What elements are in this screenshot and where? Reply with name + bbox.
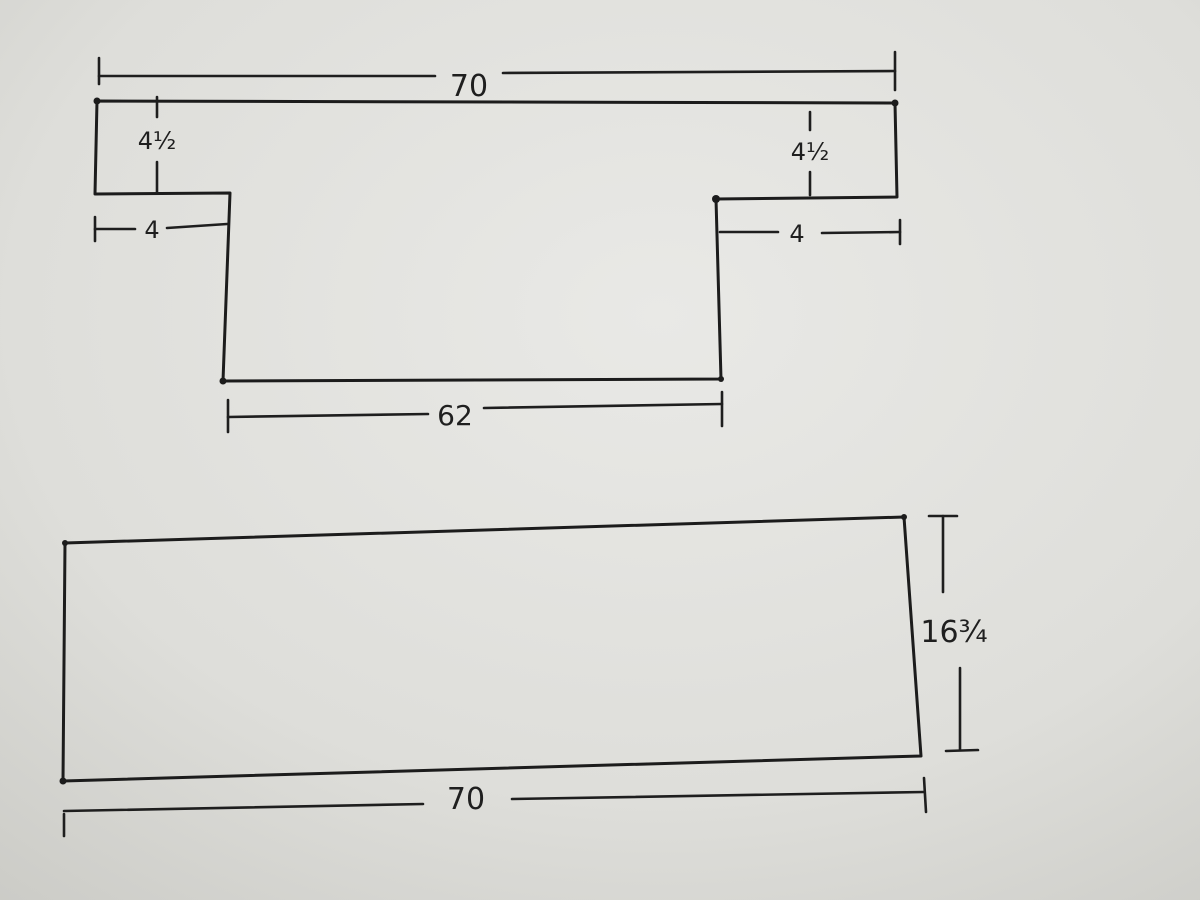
dimension-label-right-flange-width: 4 (789, 220, 804, 248)
dimension-right-flange-height: 4½ (791, 110, 830, 197)
dimension-label-right-flange-height: 4½ (791, 138, 830, 166)
corner-dot (219, 377, 227, 385)
corner-dot (718, 376, 724, 382)
dimension-bottom-width: 62 (226, 390, 724, 434)
corner-dot (62, 540, 68, 546)
dimension-label-top-width: 70 (450, 69, 488, 104)
dimension-label-bottom-width: 62 (437, 399, 473, 432)
bottom-shape-outline (61, 515, 923, 783)
dimension-left-flange-height: 4½ (138, 95, 177, 194)
dimension-left-flange-width: 4 (93, 215, 229, 244)
dimension-top-width: 70 (97, 50, 897, 104)
bottom-shape (59, 514, 923, 785)
corner-dot (891, 99, 899, 107)
dimension-label-rect-height: 16¾ (920, 615, 987, 650)
corner-dot (93, 97, 101, 105)
corner-dot (901, 514, 907, 520)
dimension-label-left-flange-width: 4 (144, 216, 159, 244)
corner-dot (59, 777, 67, 785)
dimension-rect-height: 16¾ (920, 514, 988, 753)
corner-dot (712, 195, 720, 203)
dimension-right-flange-width: 4 (718, 218, 902, 248)
top-shape (93, 97, 899, 385)
dimension-label-left-flange-height: 4½ (138, 127, 177, 155)
dimension-label-rect-width: 70 (447, 782, 485, 817)
dimension-rect-width: 70 (62, 776, 928, 838)
